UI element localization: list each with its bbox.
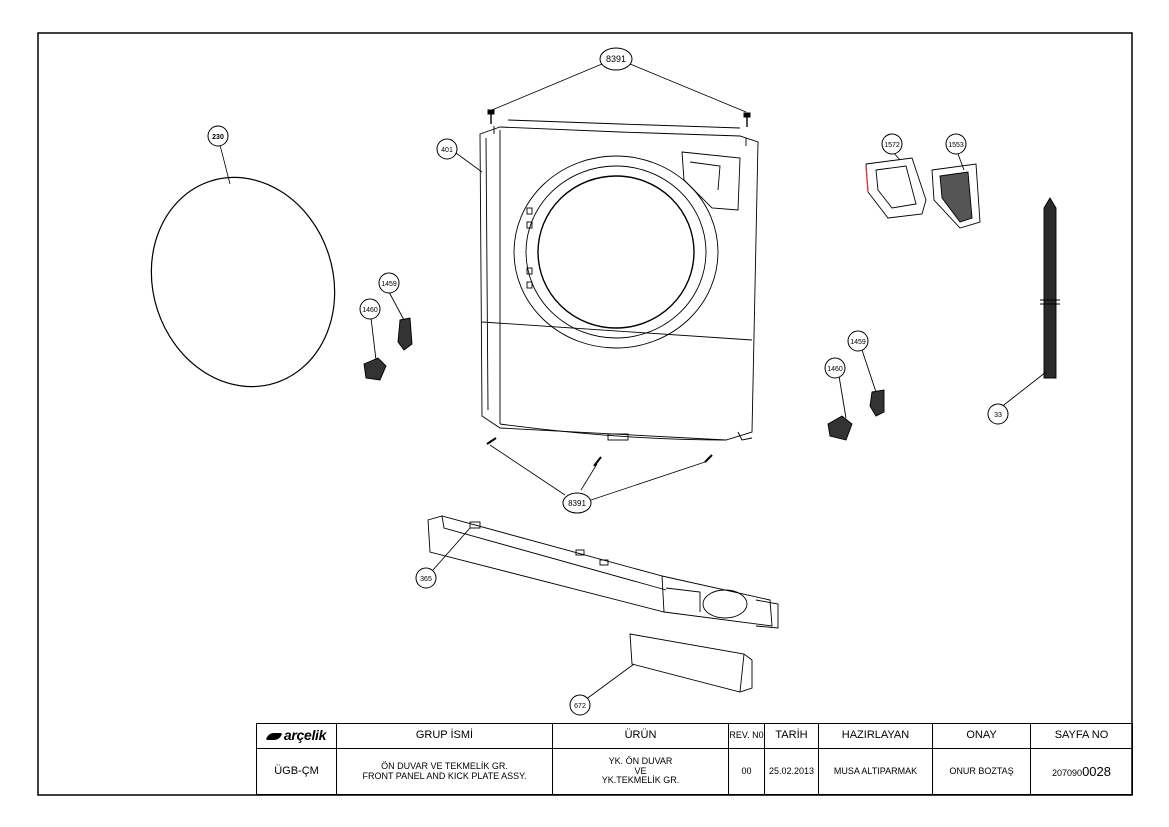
callout-401: 401 <box>436 138 483 173</box>
arcelik-logo-icon <box>265 733 283 741</box>
part-8391-bottom-screws <box>486 437 713 501</box>
part-1459-1460-left-hinge <box>363 291 413 381</box>
value-product: YK. ÖN DUVAR VE YK.TEKMELİK GR. <box>552 748 729 795</box>
part-230-gasket <box>150 144 336 388</box>
callout-1460-right: 1460 <box>824 357 846 379</box>
svg-text:672: 672 <box>574 703 586 710</box>
value-date: 25.02.2013 <box>764 748 819 795</box>
part-365-kick-plate <box>427 515 779 629</box>
header-page-no: SAYFA NO <box>1030 723 1133 749</box>
svg-text:1459: 1459 <box>850 339 866 346</box>
group-name-line2: FRONT PANEL AND KICK PLATE ASSY. <box>362 770 527 781</box>
value-page-no: 2070900028 <box>1030 748 1133 795</box>
product-line3: YK.TEKMELİK GR. <box>601 775 680 786</box>
part-1459-1460-right-hinge <box>827 349 885 441</box>
svg-text:1553: 1553 <box>948 142 964 149</box>
svg-text:230: 230 <box>212 134 224 141</box>
header-group-name: GRUP İSMİ <box>336 723 553 749</box>
page-no-suffix: 0028 <box>1082 763 1111 779</box>
callout-1460-left: 1460 <box>359 298 381 320</box>
group-name-line1: ÖN DUVAR VE TEKMELİK GR. <box>381 761 508 772</box>
svg-text:1459: 1459 <box>381 281 397 288</box>
header-prepared-by: HAZIRLAYAN <box>818 723 933 749</box>
svg-text:33: 33 <box>994 412 1002 419</box>
callout-8391-bottom: 8391 <box>562 492 592 514</box>
part-33-vertical-strip <box>999 197 1060 409</box>
value-group-name: ÖN DUVAR VE TEKMELİK GR. FRONT PANEL AND… <box>336 748 553 795</box>
callout-1553: 1553 <box>945 133 967 155</box>
header-product: ÜRÜN <box>552 723 729 749</box>
header-approval: ONAY <box>932 723 1031 749</box>
callout-672: 672 <box>569 694 591 716</box>
value-approval: ONUR BOZTAŞ <box>932 748 1031 795</box>
callout-1459-left: 1459 <box>378 272 400 294</box>
callout-230: 230 <box>207 125 229 147</box>
title-block: arçelik GRUP İSMİ ÜRÜN REV. N0 TARİH HAZ… <box>256 723 1133 795</box>
part-672-kick-cover <box>584 633 753 701</box>
page-no-prefix: 207090 <box>1052 767 1083 778</box>
svg-text:1460: 1460 <box>362 307 378 314</box>
svg-text:8391: 8391 <box>568 499 586 508</box>
product-line2: VE <box>634 765 647 776</box>
part-401-front-panel <box>479 119 759 441</box>
part-1572-drawer-seal <box>865 151 927 219</box>
svg-text:365: 365 <box>420 576 432 583</box>
callout-1459-right: 1459 <box>847 330 869 352</box>
svg-text:1572: 1572 <box>884 142 900 149</box>
part-1553-drawer-grille <box>931 153 981 229</box>
value-prepared-by: MUSA ALTIPARMAK <box>818 748 933 795</box>
header-date: TARİH <box>764 723 819 749</box>
svg-text:1460: 1460 <box>827 366 843 373</box>
part-8391-top-screws <box>487 63 751 127</box>
value-code: ÜGB-ÇM <box>256 748 337 795</box>
product-line1: YK. ÖN DUVAR <box>608 756 673 767</box>
callout-1572: 1572 <box>881 133 903 155</box>
callout-8391-top: 8391 <box>599 47 633 71</box>
svg-text:401: 401 <box>441 147 453 154</box>
callout-33: 33 <box>987 403 1009 425</box>
callout-365: 365 <box>415 567 437 589</box>
brand-logo: arçelik <box>256 723 337 749</box>
svg-text:8391: 8391 <box>606 54 626 64</box>
value-rev: 00 <box>728 748 765 795</box>
header-rev: REV. N0 <box>728 723 765 749</box>
drawing-frame <box>37 32 1133 796</box>
